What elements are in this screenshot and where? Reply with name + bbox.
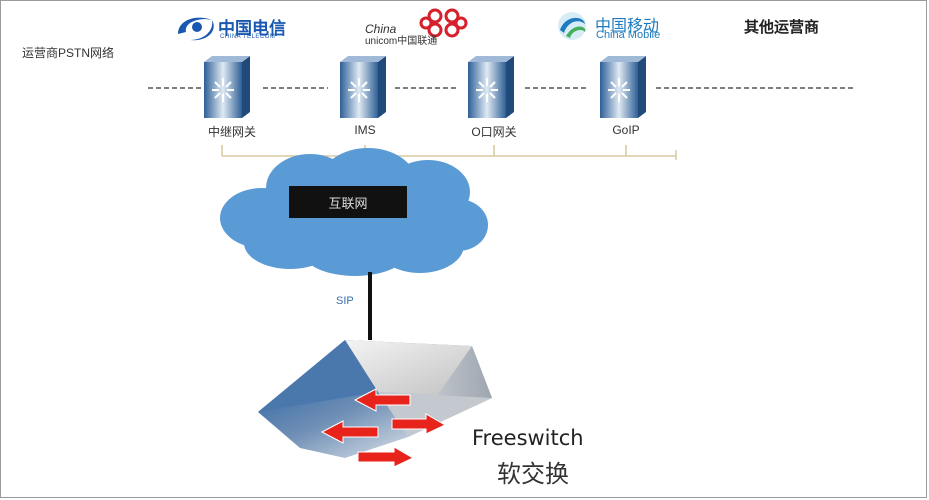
pstn-network-label: 运营商PSTN网络 [22,46,115,60]
internet-label: 互联网 [328,195,368,211]
sip-link-label: SIP [336,295,354,307]
device-label-ims: IMS [354,123,376,137]
china-unicom-knot-logo [419,8,468,38]
china-unicom-line1: China [365,22,397,36]
other-operators-label: 其他运营商 [744,19,820,36]
arrow-right-bottom-icon [357,446,415,468]
gateway-device-icon [340,56,386,118]
gateway-devices [204,56,646,118]
gateway-device-icon [468,56,514,118]
gateway-device-icon [204,56,250,118]
arrow-left-mid-icon [320,420,379,444]
gateway-device-icon [600,56,646,118]
china-telecom-logo [178,17,214,41]
china-telecom-name: 中国电信 [218,19,286,39]
china-mobile-name: 中国移动 [595,18,660,35]
china-telecom-english: CHINA TELECOM [220,34,276,40]
china-mobile-english: China Mobile [596,29,661,41]
device-label-trunk-gateway: 中继网关 [207,125,256,139]
arrow-left-top-icon [353,388,411,412]
device-label-o-gateway: O口网关 [471,125,517,139]
china-unicom-line2: unicom中国联通 [365,36,438,47]
device-label-goip: GoIP [612,123,640,137]
arrow-right-mid-icon [391,413,447,435]
internet-label-box: 互联网 [289,186,407,218]
switch-arrows [320,388,447,468]
china-mobile-logo [558,12,586,40]
freeswitch-name: Freeswitch [472,426,584,450]
softswitch-subtitle: 软交换 [497,460,569,488]
